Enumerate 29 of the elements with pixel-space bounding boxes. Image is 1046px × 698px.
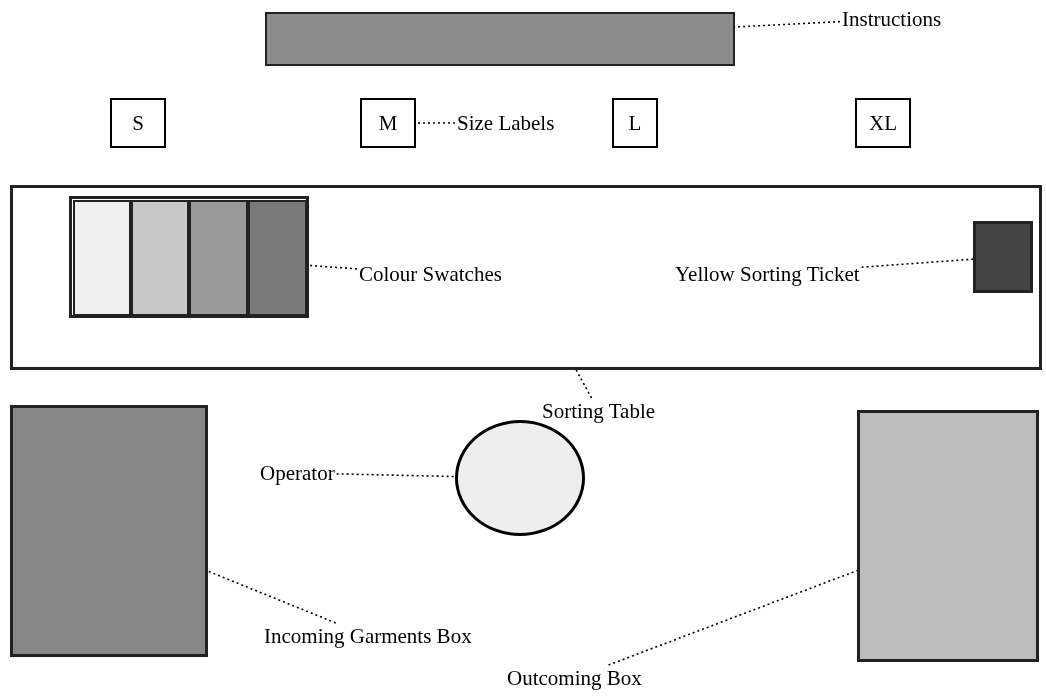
outcoming-box bbox=[857, 410, 1039, 662]
colour-swatch bbox=[73, 200, 131, 316]
part-label: Operator bbox=[258, 460, 337, 486]
instructions-sheet bbox=[265, 12, 735, 66]
part-label: Yellow Sorting Ticket bbox=[673, 261, 862, 287]
part-label: Incoming Garments Box bbox=[262, 623, 474, 649]
leader-line bbox=[308, 264, 358, 270]
size-tag: XL bbox=[855, 98, 911, 148]
leader-line bbox=[575, 369, 593, 399]
leader-line bbox=[860, 258, 974, 268]
part-label: Sorting Table bbox=[540, 398, 658, 424]
leader-line bbox=[207, 570, 337, 624]
colour-swatch bbox=[248, 200, 307, 316]
leader-line bbox=[415, 122, 456, 124]
incoming-garments-box bbox=[10, 405, 208, 657]
colour-swatch bbox=[189, 200, 248, 316]
colour-swatch bbox=[131, 200, 189, 316]
size-tag: S bbox=[110, 98, 166, 148]
part-label: Size Labels bbox=[455, 110, 557, 136]
swatch-strip bbox=[69, 196, 309, 318]
size-tag: L bbox=[612, 98, 658, 148]
leader-line bbox=[607, 569, 858, 666]
part-label: Outcoming Box bbox=[505, 665, 644, 691]
part-label: Colour Swatches bbox=[357, 261, 504, 287]
sorting-table bbox=[10, 185, 1042, 370]
sorting-ticket bbox=[973, 221, 1033, 293]
part-label: Instructions bbox=[840, 6, 944, 32]
size-tag: M bbox=[360, 98, 416, 148]
leader-line bbox=[335, 473, 456, 478]
